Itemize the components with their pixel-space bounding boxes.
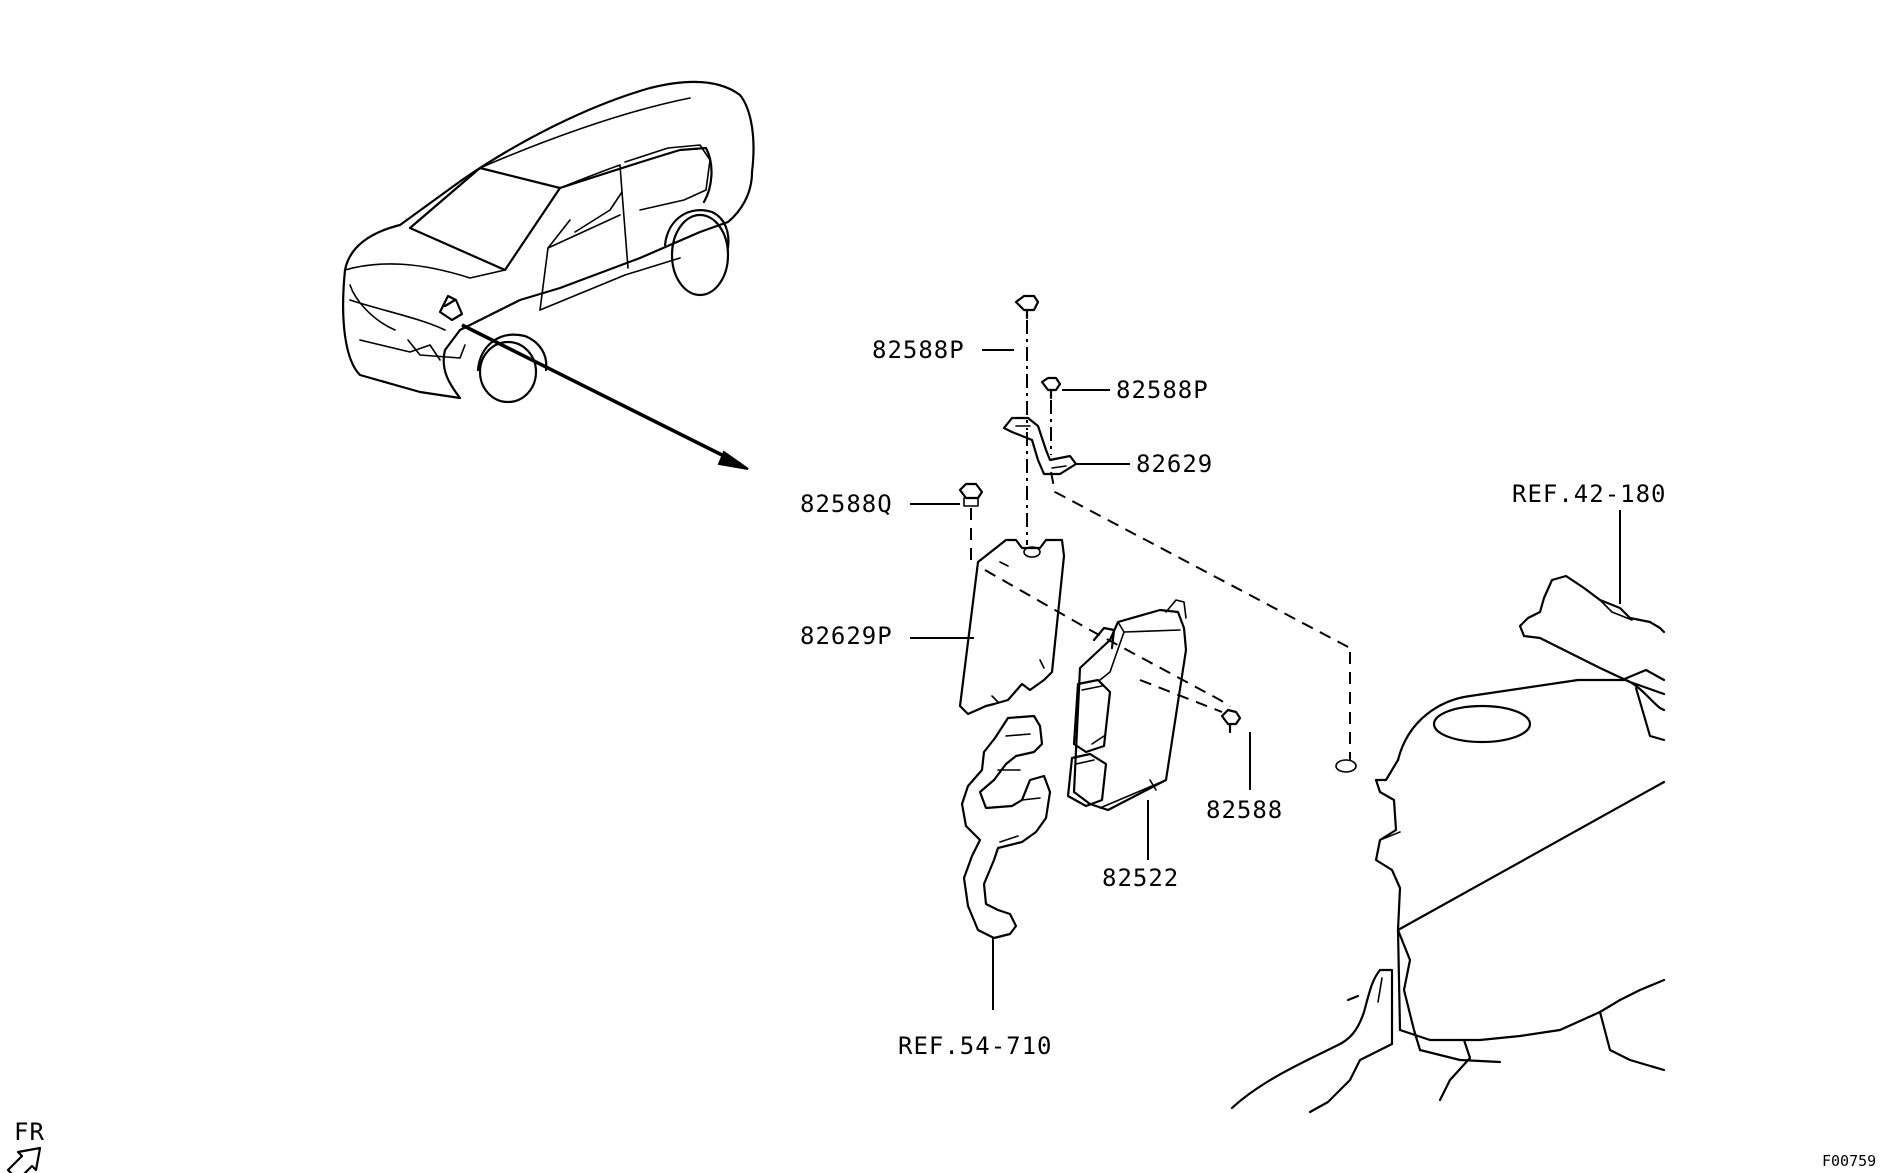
label-ref-42-180: REF.42-180	[1512, 480, 1667, 508]
engine-block	[1230, 510, 1666, 1114]
callout-82588p-upper-right: 82588P	[1062, 376, 1209, 404]
location-arrow	[461, 323, 749, 470]
label-82588p-upper-left: 82588P	[872, 336, 965, 364]
figure-code: F00759	[1822, 1152, 1876, 1170]
mount-line	[1050, 471, 1357, 773]
label-82588: 82588	[1206, 796, 1283, 824]
label-ref-54-710: REF.54-710	[898, 1032, 1053, 1060]
callout-82588p-upper-left: 82588P	[872, 336, 1014, 364]
label-82588q: 82588Q	[800, 490, 893, 518]
bracket-plate-82629p	[958, 538, 1231, 716]
callout-82629p: 82629P	[800, 622, 974, 650]
callout-ref-54-710: REF.54-710	[898, 1032, 1053, 1060]
callout-82588: 82588	[1206, 732, 1283, 824]
label-82629p: 82629P	[800, 622, 893, 650]
callout-82522: 82522	[1102, 800, 1179, 892]
bracket-82629	[1002, 416, 1078, 545]
bolt-82588p-upper-right	[1040, 376, 1062, 455]
callout-ref-42-180: REF.42-180	[1512, 480, 1667, 508]
label-82629: 82629	[1136, 450, 1213, 478]
bolt-82588p-upper-left	[1014, 294, 1040, 430]
callout-82588q: 82588Q	[800, 490, 960, 518]
front-orientation-indicator: FR	[6, 1118, 45, 1173]
label-82522: 82522	[1102, 864, 1179, 892]
callout-82629: 82629	[1076, 450, 1213, 478]
control-unit-82522	[1066, 599, 1188, 812]
fr-label: FR	[14, 1118, 45, 1146]
label-82588p-upper-right: 82588P	[1116, 376, 1209, 404]
wiring-harness	[960, 714, 1052, 1010]
bolt-82588q	[958, 482, 984, 560]
vehicle-outline	[342, 80, 755, 404]
bolt-82588	[1139, 679, 1242, 734]
fr-arrow-icon	[6, 1146, 42, 1173]
